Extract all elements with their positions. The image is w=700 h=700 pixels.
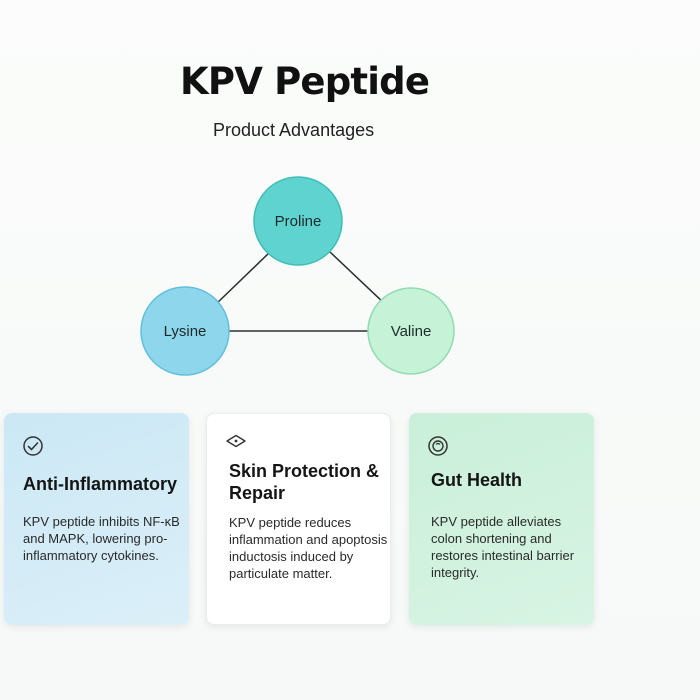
skin-diamond-icon	[226, 434, 246, 448]
page-title: KPV Peptide	[180, 60, 430, 103]
card-title: Skin Protection & Repair	[229, 461, 380, 503]
card-body: KPV peptide reduces inflammation and apo…	[229, 515, 388, 581]
node-valine-label: Valine	[391, 323, 432, 340]
card-title: Anti-Inflammatory	[23, 474, 178, 494]
card-anti-inflammatory: Anti-Inflammatory KPV peptide inhibits N…	[4, 413, 189, 625]
amino-acid-triangle-diagram: Proline Lysine Valine	[140, 176, 455, 376]
node-proline: Proline	[253, 176, 343, 266]
card-title: Gut Health	[431, 470, 523, 490]
card-body: KPV peptide alleviates colon shortening …	[431, 514, 575, 580]
page-subtitle: Product Advantages	[213, 120, 375, 140]
node-valine-circle	[367, 287, 455, 375]
edge-proline-valine	[329, 251, 387, 306]
edge-proline-lysine	[212, 251, 271, 308]
node-lysine-circle	[140, 286, 230, 376]
card-skin-protection: Skin Protection & Repair KPV peptide red…	[206, 413, 391, 625]
node-valine: Valine	[367, 287, 455, 375]
card-body: KPV peptide inhibits NF-κB and MAPK, low…	[23, 514, 180, 563]
node-proline-label: Proline	[275, 213, 322, 230]
check-circle-icon	[23, 436, 43, 456]
node-lysine: Lysine	[140, 286, 230, 376]
card-gut-health: Gut Health KPV peptide alleviates colon …	[409, 413, 594, 625]
node-proline-circle	[253, 176, 343, 266]
node-lysine-label: Lysine	[164, 323, 207, 340]
gut-circle-icon	[428, 436, 448, 456]
